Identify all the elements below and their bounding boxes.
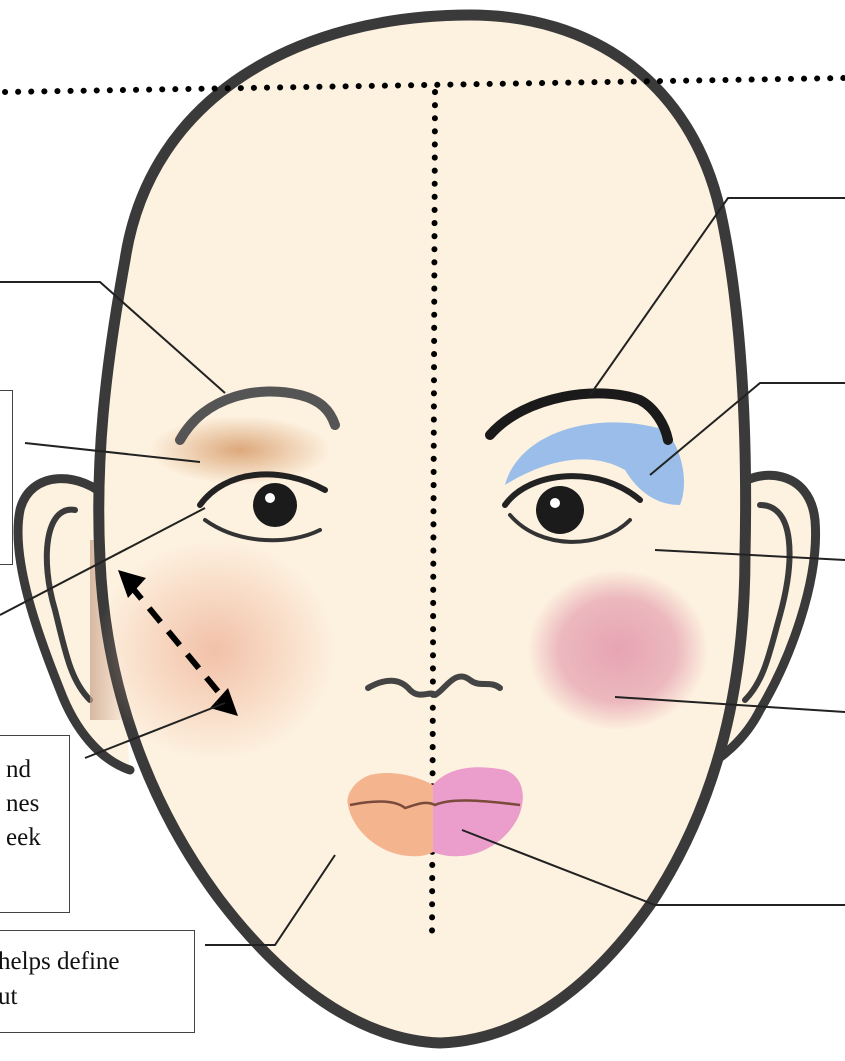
- left-blush: [95, 540, 335, 760]
- bronzer-label-line-3: eek: [6, 820, 41, 855]
- head-outline: [99, 15, 746, 1043]
- right-eye-highlight: [550, 498, 560, 508]
- contour-label-line-2: ut: [0, 979, 17, 1014]
- right-blush: [528, 570, 708, 730]
- left-eyeshadow: [150, 416, 330, 484]
- contour-label-line-1: helps define: [0, 944, 119, 979]
- right-eye-iris: [536, 486, 584, 534]
- bronzer-label-line-2: nes: [6, 786, 39, 821]
- left-eye-highlight: [265, 493, 275, 503]
- eyeshadow-label-box: [0, 390, 13, 565]
- left-eye-iris: [253, 483, 297, 527]
- bronzer-label-line-1: nd: [6, 752, 31, 787]
